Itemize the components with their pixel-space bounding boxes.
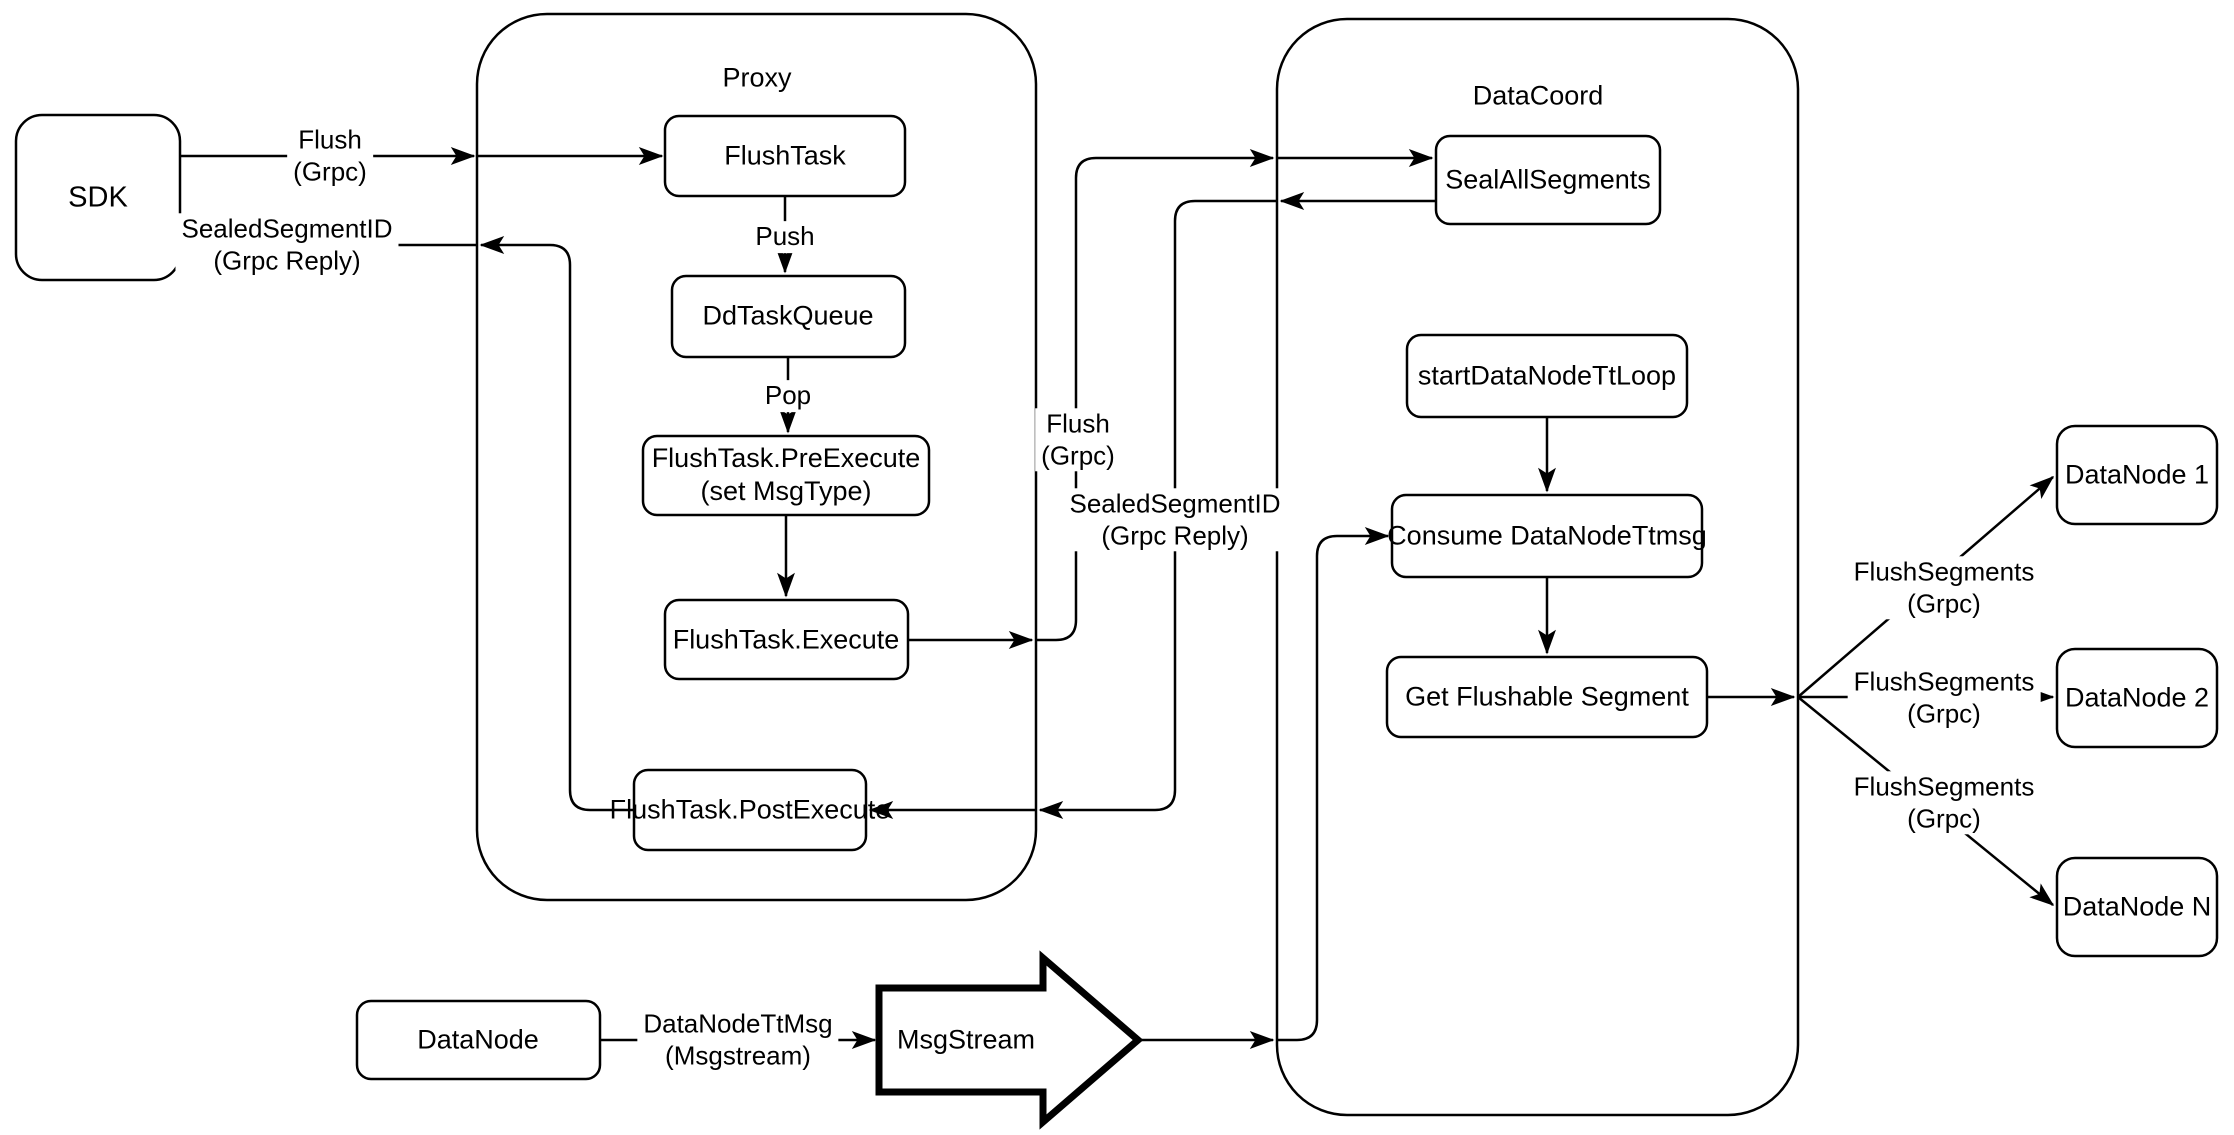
datanode1-node	[2055, 424, 2219, 526]
edge-datacoord-to-consume-ttmsg	[1277, 527, 1390, 1042]
flushtask-node	[663, 114, 907, 198]
flushsegments-1-line1: FlushSegments	[1853, 556, 2035, 587]
edge-proxy-to-datacoord-flush	[1036, 149, 1275, 642]
consumedatanodettmsg-node	[1390, 493, 1704, 579]
pop-label: Pop	[758, 380, 818, 412]
execute-node	[663, 598, 910, 681]
datanodettmsg-line2: (Msgstream)	[665, 1040, 811, 1070]
sealedsegmentid-sdk-line2: (Grpc Reply)	[213, 245, 361, 275]
datanoden-label: DataNode N	[2062, 891, 2212, 922]
edge-postexecute-to-proxy-edge	[479, 236, 634, 812]
sealedsegmentid-sdk-label: SealedSegmentID (Grpc Reply)	[175, 213, 399, 277]
sealallsegments-node	[1434, 134, 1662, 226]
ddtaskqueue-node	[670, 274, 907, 359]
preexecute-label: FlushTask.PreExecute (set MsgType)	[652, 442, 921, 508]
sealedsegmentid-sdk-line1: SealedSegmentID	[181, 213, 393, 244]
execute-label: FlushTask.Execute	[672, 624, 900, 655]
preexecute-node	[641, 434, 931, 517]
flush-grpc-mid-line2: (Grpc)	[1041, 440, 1115, 470]
flush-grpc-mid-label: Flush (Grpc)	[1035, 408, 1121, 472]
startdatanodettloop-label: startDataNodeTtLoop	[1417, 360, 1677, 391]
datanode2-label: DataNode 2	[2064, 682, 2210, 713]
flush-grpc-sdk-line1: Flush	[298, 124, 362, 155]
datanode-source-node	[355, 999, 602, 1081]
push-label: Push	[749, 221, 821, 253]
datacoord-container	[1275, 17, 1800, 1117]
ddtaskqueue-label: DdTaskQueue	[702, 300, 874, 331]
flushsegments-2-label: FlushSegments (Grpc)	[1847, 666, 2041, 730]
flushsegments-2-line2: (Grpc)	[1907, 698, 1981, 728]
flush-grpc-sdk-label: Flush (Grpc)	[287, 124, 373, 188]
datacoord-title: DataCoord	[1472, 80, 1604, 111]
startdatanodettloop-node	[1405, 333, 1689, 419]
proxy-title: Proxy	[722, 62, 792, 93]
flushsegments-3-line1: FlushSegments	[1853, 771, 2035, 802]
flushsegments-1-line2: (Grpc)	[1907, 588, 1981, 618]
consumedatanodettmsg-label: Consume DataNodeTtmsg	[1387, 520, 1707, 551]
flushsegments-3-line2: (Grpc)	[1907, 803, 1981, 833]
datanoden-node	[2055, 856, 2219, 958]
sdk-node	[14, 113, 182, 282]
flushsegments-2-line1: FlushSegments	[1853, 666, 2035, 697]
sealedsegmentid-mid-label: SealedSegmentID (Grpc Reply)	[1063, 488, 1287, 552]
postexecute-node	[632, 768, 868, 852]
getflushablesegment-node	[1385, 655, 1709, 739]
getflushablesegment-label: Get Flushable Segment	[1405, 681, 1689, 712]
flushsegments-1-label: FlushSegments (Grpc)	[1847, 556, 2041, 620]
flush-grpc-mid-line1: Flush	[1046, 408, 1110, 439]
flush-grpc-sdk-line2: (Grpc)	[293, 156, 367, 186]
msgstream-label: MsgStream	[896, 1024, 1036, 1055]
sdk-label: SDK	[68, 181, 128, 214]
sealallsegments-label: SealAllSegments	[1445, 164, 1651, 195]
preexecute-label-line1: FlushTask.PreExecute	[651, 443, 921, 474]
msgstream-fat-arrow	[875, 950, 1144, 1130]
flushsegments-3-label: FlushSegments (Grpc)	[1847, 771, 2041, 835]
datanodettmsg-label: DataNodeTtMsg (Msgstream)	[637, 1008, 839, 1072]
postexecute-label: FlushTask.PostExecute	[609, 794, 891, 825]
datanode2-node	[2055, 647, 2219, 749]
datanode-source-label: DataNode	[417, 1024, 539, 1055]
datanode1-label: DataNode 1	[2064, 459, 2210, 490]
datanodettmsg-line1: DataNodeTtMsg	[643, 1008, 833, 1039]
sealedsegmentid-mid-line2: (Grpc Reply)	[1101, 520, 1249, 550]
sealedsegmentid-mid-line1: SealedSegmentID	[1069, 488, 1281, 519]
preexecute-label-line2: (set MsgType)	[700, 476, 872, 506]
flushtask-label: FlushTask	[724, 140, 846, 171]
